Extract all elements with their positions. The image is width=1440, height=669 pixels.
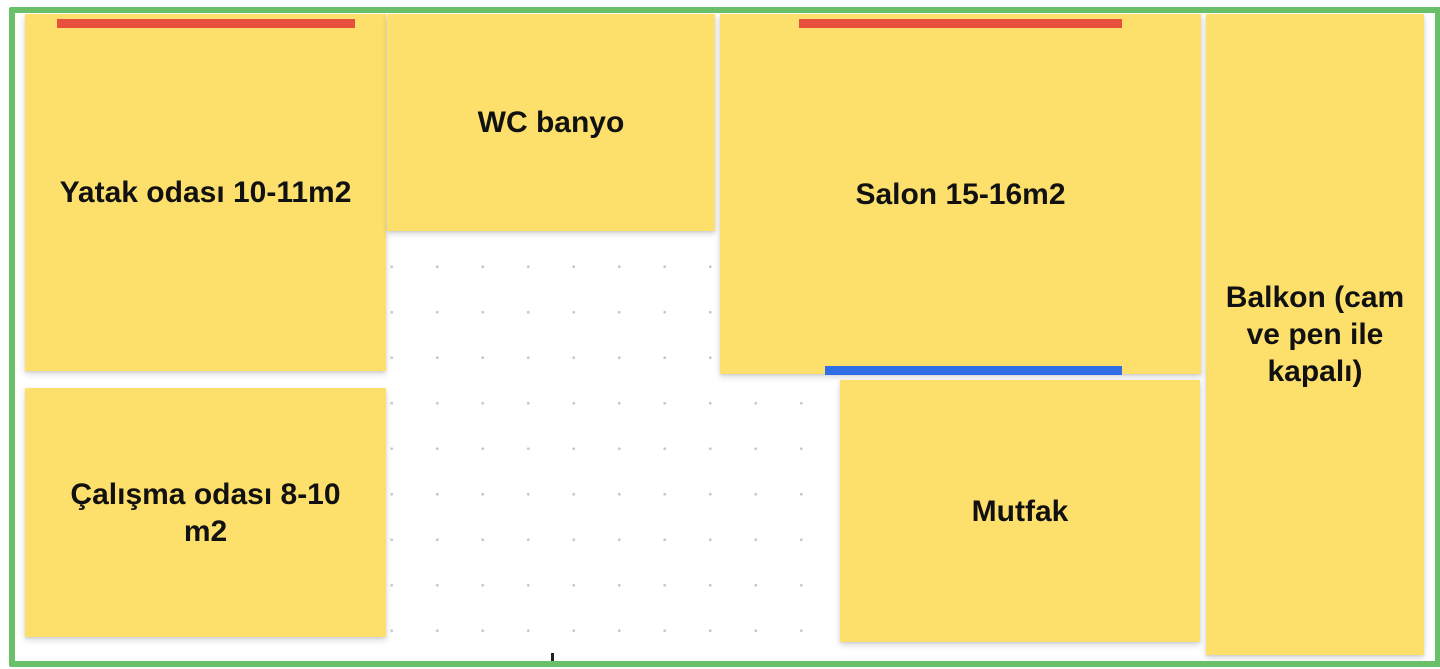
sticky-note-bedroom[interactable]: Yatak odası 10-11m2 xyxy=(25,14,386,371)
sticky-note-label: WC banyo xyxy=(477,106,625,139)
stray-pen-mark xyxy=(551,653,554,661)
sticky-note-label: Balkon (cam ve pen ile kapalı) xyxy=(1225,281,1405,388)
sticky-note-balcony[interactable]: Balkon (cam ve pen ile kapalı) xyxy=(1206,14,1424,655)
blue-marker-line[interactable] xyxy=(825,366,1122,375)
sticky-note-label: Yatak odası 10-11m2 xyxy=(59,176,352,209)
sticky-note-label: Çalışma odası 8-10 m2 xyxy=(70,477,341,548)
sticky-note-kitchen[interactable]: Mutfak xyxy=(840,380,1200,642)
red-marker-line[interactable] xyxy=(799,19,1122,28)
sticky-note-label: Mutfak xyxy=(971,494,1069,528)
sticky-note-living-room[interactable]: Salon 15-16m2 xyxy=(720,14,1201,374)
sticky-note-study[interactable]: Çalışma odası 8-10 m2 xyxy=(25,388,386,637)
sticky-note-wc[interactable]: WC banyo xyxy=(387,14,715,231)
sticky-note-label: Salon 15-16m2 xyxy=(855,177,1066,211)
red-marker-line[interactable] xyxy=(57,19,355,28)
